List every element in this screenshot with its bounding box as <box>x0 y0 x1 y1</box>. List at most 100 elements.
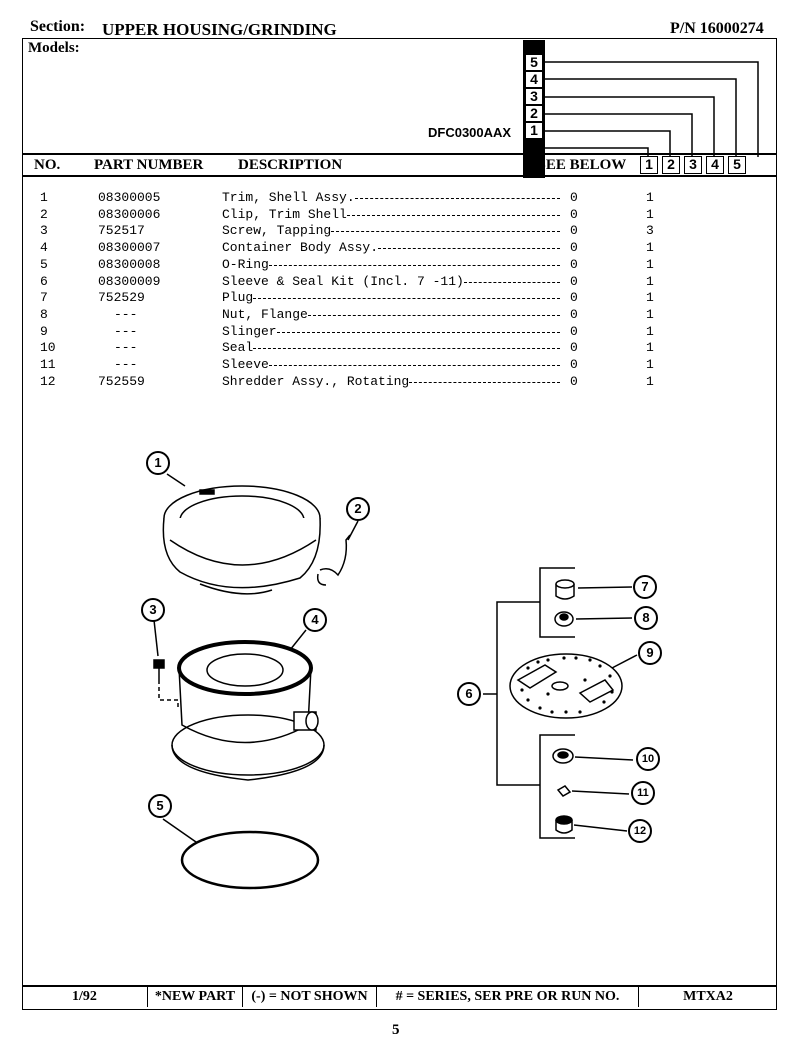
part-number: 752559 <box>98 373 145 389</box>
part-number: --- <box>114 340 138 356</box>
part-no: 5 <box>40 256 48 272</box>
section-title: UPPER HOUSING/GRINDING <box>102 20 337 39</box>
models-label: Models: <box>28 40 80 56</box>
part-no: 8 <box>40 306 48 322</box>
col-description: DESCRIPTION <box>238 157 343 173</box>
section-label: Section: <box>30 18 86 35</box>
part-no: 11 <box>40 357 56 372</box>
part-see-below: 0 <box>570 323 578 339</box>
part-see-below: 0 <box>570 373 578 389</box>
dot-leader <box>253 298 560 300</box>
o-ring-drawing <box>180 830 320 890</box>
part-number: 08300005 <box>98 190 161 205</box>
part-qty: 1 <box>646 357 654 372</box>
document-frame <box>22 38 777 1010</box>
part-no: 2 <box>40 206 48 222</box>
part-description: Sleeve <box>222 357 269 372</box>
callout-bubble: 10 <box>636 747 660 771</box>
screw-drawing <box>153 659 179 708</box>
dot-leader <box>346 214 560 216</box>
series-box-top: 2 <box>525 105 543 122</box>
part-number: 752529 <box>98 290 145 306</box>
part-see-below: 0 <box>570 206 578 222</box>
series-box-top: 5 <box>525 54 543 71</box>
series-box-top: 1 <box>525 122 543 139</box>
part-qty: 1 <box>646 240 654 256</box>
part-description: Clip, Trim Shell <box>222 206 347 222</box>
callout-bubble: 6 <box>457 682 481 706</box>
part-no: 7 <box>40 290 48 306</box>
col-no: NO. <box>34 157 61 173</box>
series-column-header: 3 <box>684 156 702 174</box>
dot-leader <box>463 281 560 283</box>
callout-bubble: 4 <box>303 608 327 632</box>
part-no: 9 <box>40 323 48 339</box>
container-body-drawing <box>171 640 325 781</box>
part-qty: 1 <box>646 323 654 339</box>
callout-bubble: 11 <box>631 781 655 805</box>
part-see-below: 0 <box>570 223 578 239</box>
model-name: DFC0300AAX <box>428 125 512 140</box>
models-divider <box>22 153 777 155</box>
table-row: 5 08300008 O-Ring 0 1 <box>0 257 800 274</box>
part-no: 1 <box>40 190 48 205</box>
series-bracket-lines <box>545 61 759 157</box>
dot-leader <box>268 264 560 266</box>
dot-leader <box>268 365 560 366</box>
part-number: 08300009 <box>98 273 161 289</box>
series-column-header: 4 <box>706 156 724 174</box>
part-number: 752517 <box>98 223 145 239</box>
trim-clip-drawing <box>319 534 351 577</box>
trim-shell-drawing <box>162 485 321 595</box>
part-description: Container Body Assy. <box>222 240 379 256</box>
part-qty: 1 <box>646 306 654 322</box>
part-qty: 1 <box>646 256 654 272</box>
part-see-below: 0 <box>570 273 578 289</box>
part-description: O-Ring <box>222 256 269 272</box>
footer-code: MTXA2 <box>683 989 733 1004</box>
part-qty: 1 <box>646 206 654 222</box>
col-part-number: PART NUMBER <box>94 157 204 173</box>
part-no: 3 <box>40 223 48 239</box>
part-number: --- <box>114 306 138 322</box>
series-column-header: 1 <box>640 156 658 174</box>
part-number: 08300007 <box>98 240 161 256</box>
series-column-header: 5 <box>728 156 746 174</box>
shredder-plate-drawing <box>509 653 623 719</box>
colhead-divider <box>22 175 777 177</box>
part-qty: 1 <box>646 273 654 289</box>
page-number: 5 <box>392 1022 400 1038</box>
dot-leader <box>331 231 560 233</box>
dot-leader <box>276 331 560 333</box>
part-description: Screw, Tapping <box>222 223 332 239</box>
callout-bubble: 3 <box>141 598 165 622</box>
part-number: --- <box>114 357 138 372</box>
part-qty: 1 <box>646 190 654 205</box>
part-see-below: 0 <box>570 240 578 256</box>
series-column-header: 2 <box>662 156 680 174</box>
dot-leader <box>409 381 560 383</box>
footer-not-shown: (-) = NOT SHOWN <box>243 987 377 1007</box>
kit-bracket <box>483 567 575 839</box>
part-description: Nut, Flange <box>222 306 308 322</box>
part-qty: 1 <box>646 373 654 389</box>
callout-bubble: 1 <box>146 451 170 475</box>
col-see-below: #SEE BELOW <box>530 157 627 173</box>
part-number: 08300008 <box>98 256 161 272</box>
part-see-below: 0 <box>570 340 578 356</box>
footer-date: 1/92 <box>22 987 148 1007</box>
callout-bubble: 5 <box>148 794 172 818</box>
part-number: 08300006 <box>98 206 161 222</box>
part-see-below: 0 <box>570 256 578 272</box>
dot-leader <box>253 348 560 350</box>
part-number: --- <box>114 323 138 339</box>
